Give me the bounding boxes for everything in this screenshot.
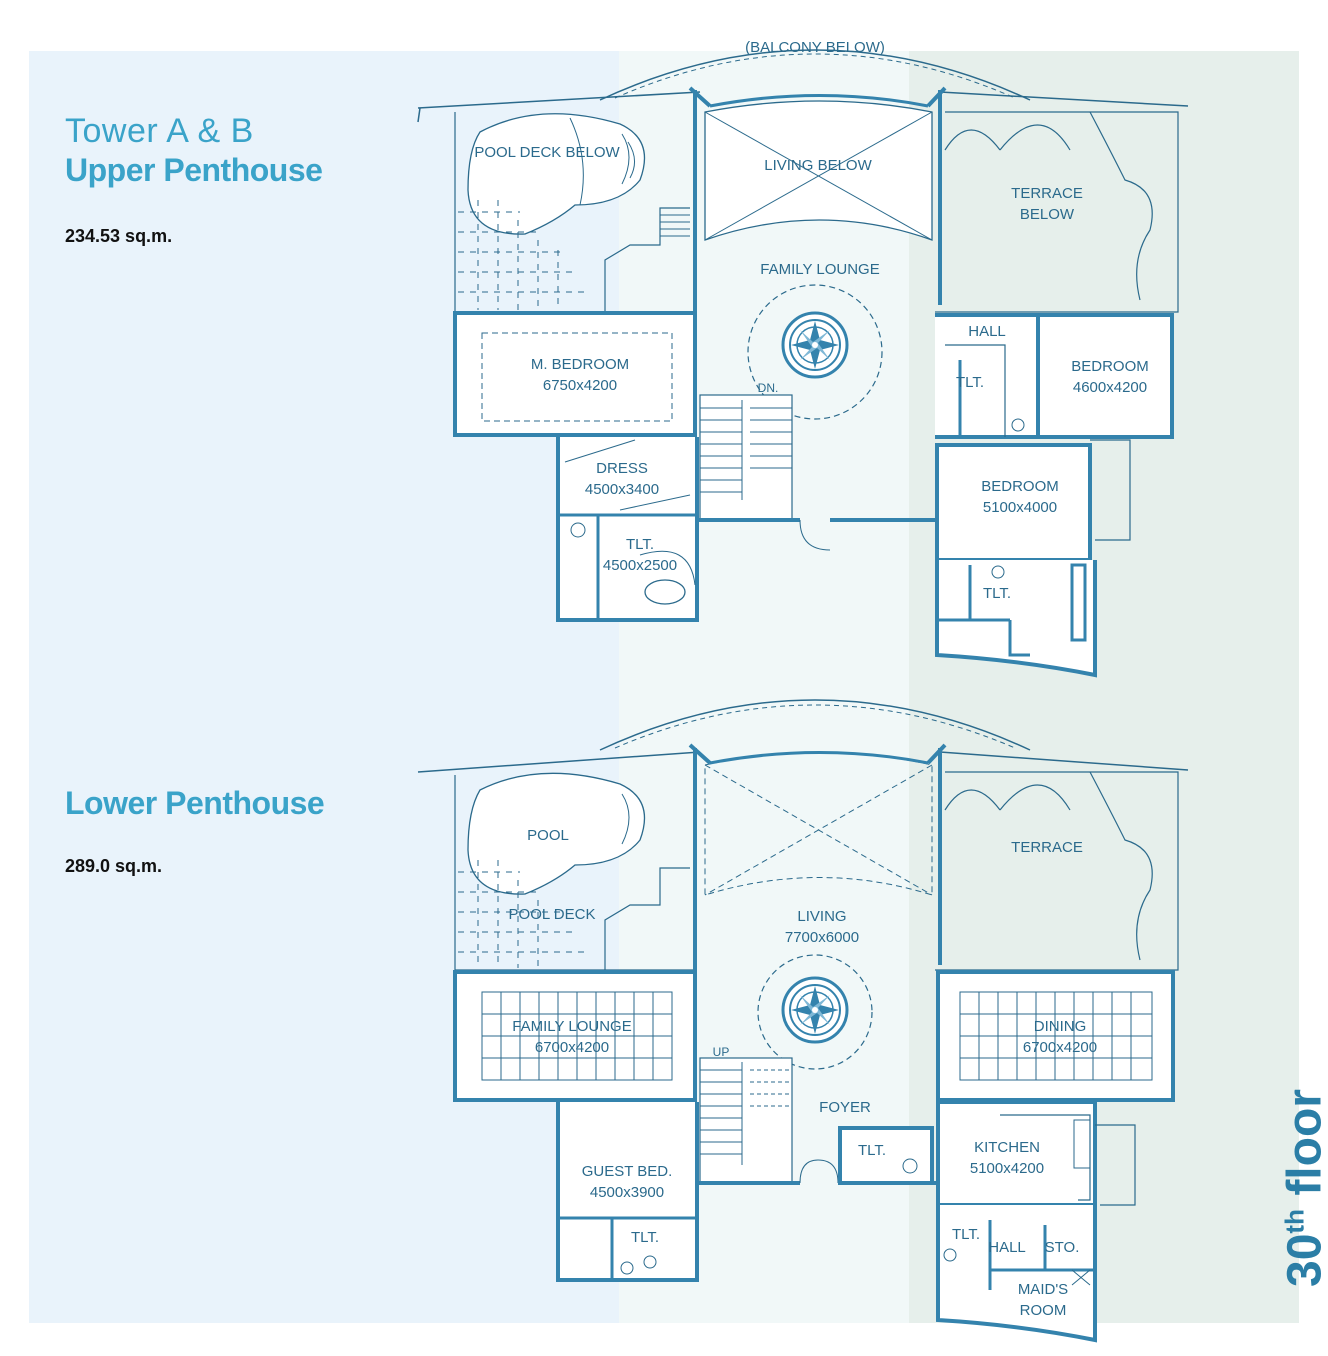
- lower-penthouse-plan: [417, 699, 1189, 1343]
- label-kitchen: KITCHEN: [974, 1139, 1040, 1156]
- label-toilet-master-size: 4500x2500: [603, 557, 677, 574]
- upper-penthouse-title: Upper Penthouse: [65, 152, 323, 188]
- label-toilet-bedroom-2: TLT.: [983, 585, 1011, 602]
- label-bedroom-2: BEDROOM: [981, 478, 1059, 495]
- label-dress-size: 4500x3400: [585, 481, 659, 498]
- lower-room-labels: POOL POOL DECK TERRACE LIVING 7700x6000 …: [509, 827, 1098, 1319]
- label-master-bedroom-size: 6750x4200: [543, 377, 617, 394]
- background-band-left: [29, 51, 619, 1323]
- label-dining: DINING: [1034, 1018, 1087, 1035]
- label-toilet-foyer: TLT.: [858, 1142, 886, 1159]
- label-pool: POOL: [527, 827, 569, 844]
- label-toilet-guest: TLT.: [631, 1229, 659, 1246]
- label-family-lounge-lower: FAMILY LOUNGE: [512, 1018, 631, 1035]
- label-hall-lower: HALL: [988, 1239, 1026, 1256]
- label-bedroom-2-size: 5100x4000: [983, 499, 1057, 516]
- label-terrace-below-1: TERRACE: [1011, 185, 1083, 202]
- label-toilet-master: TLT.: [626, 536, 654, 553]
- label-pool-deck-below: POOL DECK BELOW: [474, 144, 620, 161]
- label-terrace: TERRACE: [1011, 839, 1083, 856]
- label-living-below: LIVING BELOW: [764, 157, 872, 174]
- label-balcony-below: (BALCONY BELOW): [745, 39, 885, 56]
- label-bedroom-1-size: 4600x4200: [1073, 379, 1147, 396]
- label-guest-bed-size: 4500x3900: [590, 1184, 664, 1201]
- label-dress: DRESS: [596, 460, 648, 477]
- label-terrace-below-2: BELOW: [1020, 206, 1075, 223]
- label-guest-bed: GUEST BED.: [582, 1163, 673, 1180]
- label-maids-room-1: MAID'S: [1018, 1281, 1068, 1298]
- label-maids-room-2: ROOM: [1020, 1302, 1067, 1319]
- label-toilet-hall: TLT.: [956, 374, 984, 391]
- label-toilet-maid: TLT.: [952, 1226, 980, 1243]
- label-living: LIVING: [797, 908, 846, 925]
- label-stairs-down: DN.: [758, 381, 779, 395]
- label-stairs-up: UP: [713, 1045, 730, 1059]
- label-dining-size: 6700x4200: [1023, 1039, 1097, 1056]
- label-pool-deck: POOL DECK: [509, 906, 596, 923]
- lower-penthouse-area: 289.0 sq.m.: [65, 856, 163, 876]
- upper-penthouse-plan: [417, 49, 1189, 678]
- label-store: STO.: [1045, 1239, 1080, 1256]
- label-family-lounge: FAMILY LOUNGE: [760, 261, 879, 278]
- label-master-bedroom: M. BEDROOM: [531, 356, 629, 373]
- label-family-lounge-lower-size: 6700x4200: [535, 1039, 609, 1056]
- label-kitchen-size: 5100x4200: [970, 1160, 1044, 1177]
- lower-penthouse-title: Lower Penthouse: [65, 785, 325, 821]
- label-foyer: FOYER: [819, 1099, 871, 1116]
- tower-title: Tower A & B: [65, 112, 254, 150]
- upper-room-labels: (BALCONY BELOW) POOL DECK BELOW LIVING B…: [474, 39, 1148, 602]
- label-living-size: 7700x6000: [785, 929, 859, 946]
- label-hall: HALL: [968, 323, 1006, 340]
- upper-penthouse-area: 234.53 sq.m.: [65, 226, 173, 246]
- label-bedroom-1: BEDROOM: [1071, 358, 1149, 375]
